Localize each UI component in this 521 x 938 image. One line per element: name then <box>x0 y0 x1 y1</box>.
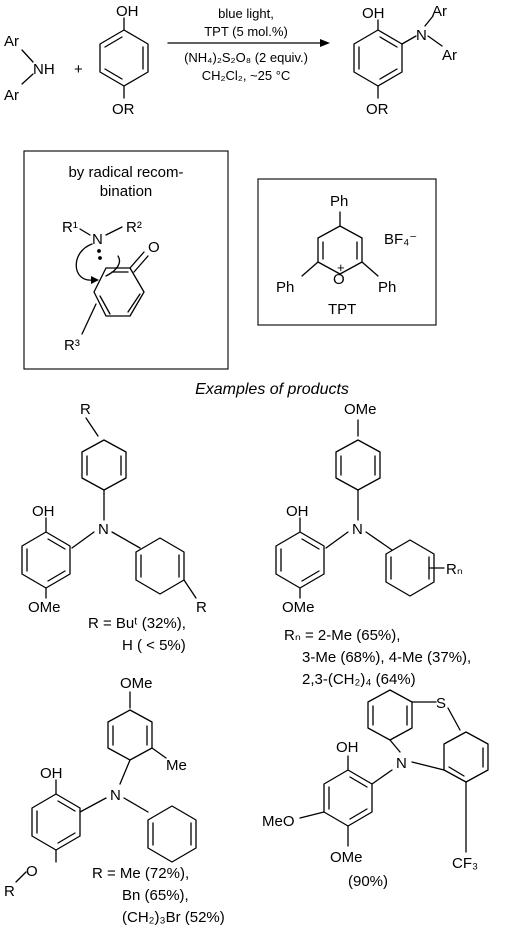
reaction-arrowhead <box>320 39 330 47</box>
examples-heading: Examples of products <box>195 381 349 398</box>
p1-oh: OH <box>32 503 55 520</box>
p2-yield-3: 2,3-(CH₂)₄ (64%) <box>302 671 416 688</box>
tpt-label: TPT <box>328 301 356 318</box>
p3-r: R <box>4 883 15 900</box>
mechanism-r1: R¹ <box>62 219 78 236</box>
p2-yield-1: Rₙ = 2-Me (65%), <box>284 627 400 644</box>
p2-oh: OH <box>286 503 309 520</box>
reactant-amine: Ar NH Ar <box>4 33 55 104</box>
p4-n: N <box>396 755 407 772</box>
mechanism-title-1: by radical recom- <box>68 164 183 181</box>
p4-meo: MeO <box>262 813 295 830</box>
p1-yield-1: R = Buᵗ (32%), <box>88 615 186 632</box>
reactant-phenol: OH OR <box>99 3 149 118</box>
p2-ome-top: OMe <box>344 401 377 418</box>
p1-r-right: R <box>196 599 207 616</box>
conditions-solvent: CH₂Cl₂, ~25 °C <box>202 68 291 83</box>
p3-me: Me <box>166 757 187 774</box>
tpt-ph-top: Ph <box>330 193 348 210</box>
mechanism-r3: R³ <box>64 337 80 354</box>
p4-oh: OH <box>336 739 359 756</box>
mechanism-o: O <box>148 239 160 256</box>
p4-s: S <box>436 695 446 712</box>
p2-yield-2: 3-Me (68%), 4-Me (37%), <box>302 649 471 666</box>
p3-yield-1: R = Me (72%), <box>92 865 189 882</box>
p4-cf3: CF₃ <box>452 855 478 872</box>
product-1: R N OH OMe R R = Buᵗ (32%), H ( < 5%) <box>21 401 207 654</box>
product-oh: OH <box>362 5 385 22</box>
recombination-arrowhead <box>91 276 99 284</box>
p2-ome: OMe <box>282 599 315 616</box>
amine-nh: NH <box>33 61 55 78</box>
reaction-conditions: blue light, TPT (5 mol.%) (NH₄)₂S₂O₈ (2 … <box>167 6 330 83</box>
phenol-oh: OH <box>116 3 139 20</box>
product-4: S N OH MeO OMe CF₃ (90%) <box>262 689 489 890</box>
p1-r-top: R <box>80 401 91 418</box>
product-ar-right: Ar <box>442 47 457 64</box>
p3-oh: OH <box>40 765 63 782</box>
p4-yield: (90%) <box>348 873 388 890</box>
p1-ome: OMe <box>28 599 61 616</box>
p3-ome-top: OMe <box>120 675 153 692</box>
product-2: OMe N OH OMe Rₙ Rₙ = 2-Me (65%), 3-Me (6… <box>275 401 471 688</box>
p3-o: O <box>26 863 38 880</box>
mechanism-title-2: bination <box>100 183 153 200</box>
mechanism-r2: R² <box>126 219 142 236</box>
tpt-plus-charge: + <box>337 260 345 275</box>
amine-ar-top: Ar <box>4 33 19 50</box>
product-n: N <box>416 27 427 44</box>
mechanism-n: N <box>92 231 103 248</box>
tpt-ph-right: Ph <box>378 279 396 296</box>
conditions-oxidant: (NH₄)₂S₂O₈ (2 equiv.) <box>184 50 308 65</box>
tpt-ph-left: Ph <box>276 279 294 296</box>
p3-yield-2: Bn (65%), <box>122 887 189 904</box>
phenol-or: OR <box>112 101 135 118</box>
tpt-counterion: BF₄⁻ <box>384 231 417 248</box>
p4-ome: OMe <box>330 849 363 866</box>
mechanism-box: by radical recom- bination R¹ N R² O R³ <box>23 150 229 370</box>
product-ar-top: Ar <box>432 3 447 20</box>
p2-n: N <box>352 521 363 538</box>
amine-ar-bottom: Ar <box>4 87 19 104</box>
tpt-o-plus: O <box>333 271 345 288</box>
p1-yield-2: H ( < 5%) <box>122 637 186 654</box>
product-or: OR <box>366 101 389 118</box>
p1-n: N <box>98 521 109 538</box>
product-general: OH N Ar Ar OR <box>353 3 457 118</box>
product-3: OMe Me N OH O R R = Me (72%), Bn (65%), … <box>4 675 225 926</box>
p3-yield-3: (CH₂)₃Br (52%) <box>122 909 225 926</box>
conditions-light: blue light, <box>218 6 274 21</box>
p3-n: N <box>110 787 121 804</box>
conditions-catalyst: TPT (5 mol.%) <box>204 24 288 39</box>
plus-sign: + <box>74 61 83 78</box>
catalyst-box: Ph O + Ph Ph BF₄⁻ TPT <box>257 178 437 326</box>
p2-rn: Rₙ <box>446 561 463 578</box>
